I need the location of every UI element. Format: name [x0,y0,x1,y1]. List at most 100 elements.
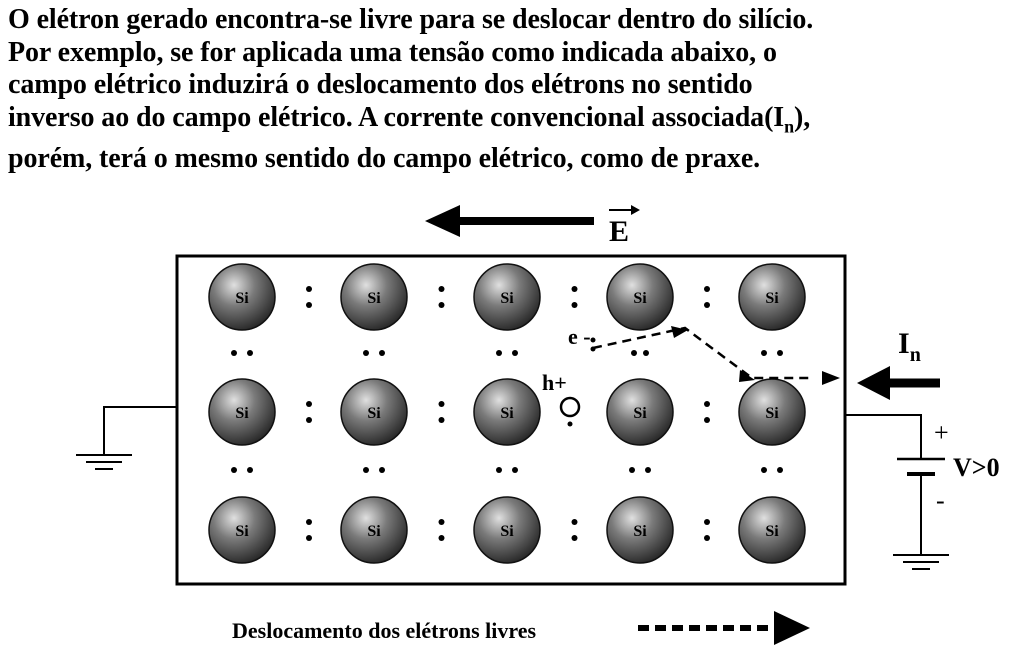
silicon-atom-label: Si [765,290,779,307]
current-label: In [898,327,921,366]
bond-dot [629,467,635,473]
hole-symbol [559,396,581,418]
bond-dot [438,286,445,292]
bond-dot [231,467,237,473]
silicon-atom-label: Si [367,290,381,307]
bond-dot [306,417,312,423]
electron-label: e - [568,324,591,349]
silicon-atom-label: Si [500,523,514,540]
bond-dot [704,417,710,423]
silicon-atom: Si [208,263,276,331]
paragraph-line-5: porém, terá o mesmo sentido do campo elé… [8,142,761,174]
bond-dot [643,350,649,356]
bond-dot [631,350,637,356]
bond-dot [704,519,710,525]
free-electron-dot-2 [590,346,596,352]
bond-dot [306,519,312,525]
voltage-label: V>0 [953,453,1000,482]
silicon-atom: Si [606,378,674,446]
plus-sign: + [934,418,949,447]
bond-dot [777,467,783,473]
paragraph-line-4-subscript: n [784,116,795,137]
paragraph-line-3: campo elétrico induzirá o deslocamento d… [8,69,753,100]
bond-dot [306,535,312,541]
bond-dot [704,535,710,541]
paragraph-line-4-main: inverso ao do campo elétrico. A corrente… [8,101,785,133]
silicon-atom-label: Si [633,290,647,307]
field-vector-symbol: E [609,205,640,248]
legend-dashed-arrow [638,611,810,645]
bond-dot [438,519,445,525]
bond-dot [761,467,767,473]
bond-dot [571,519,578,525]
right-circuit-wire [845,414,922,555]
silicon-atom-label: Si [500,405,514,422]
silicon-atom: Si [473,496,541,564]
silicon-atom-label: Si [235,405,249,422]
left-ground-icon [76,454,132,470]
covalent-bond-dots [231,286,783,541]
right-ground-icon [893,554,949,570]
silicon-atom: Si [606,496,674,564]
paragraph-line-1: O elétron gerado encontra-se livre para … [8,4,814,35]
bond-dot [512,350,518,356]
bond-dot [379,350,385,356]
minus-sign: - [936,486,945,515]
bond-dot [761,350,767,356]
bond-dot [363,467,369,473]
bond-dot [379,467,385,473]
bond-dot [571,286,578,292]
bond-dot [363,350,369,356]
bond-dot [247,467,253,473]
silicon-atom: Si [340,263,408,331]
silicon-atom: Si [208,496,276,564]
bond-dot [704,286,710,292]
silicon-atom: Si [738,378,806,446]
paragraph-line-4-end: ), [794,101,811,133]
bond-dot [306,401,312,407]
intro-paragraph: O elétron gerado encontra-se livre para … [8,4,1018,175]
silicon-atom-label: Si [633,523,647,540]
silicon-atom-label: Si [367,523,381,540]
bond-dot [704,401,710,407]
free-electron-dot [590,337,596,343]
field-label: E [609,215,629,248]
bond-dot [645,467,651,473]
electron-path-arrowhead [671,326,688,338]
bond-dot [571,535,578,541]
bond-dot [231,350,237,356]
silicon-atom-label: Si [765,405,779,422]
bond-dot [306,302,312,308]
silicon-atom: Si [473,263,541,331]
bond-dot [704,302,710,308]
hole-label: h+ [542,370,567,395]
electron-path-arrowhead-3 [822,371,840,385]
silicon-atom-label: Si [367,405,381,422]
silicon-atom-label: Si [235,290,249,307]
silicon-crystal-box [175,254,847,586]
silicon-atom: Si [208,378,276,446]
legend-text: Deslocamento dos elétrons livres [232,618,537,643]
hole-dot [567,421,573,427]
current-arrow [857,366,940,400]
left-ground-wire [103,406,177,455]
bond-dot [777,350,783,356]
electron-path [592,326,812,380]
bond-dot [496,350,502,356]
bond-dot [512,467,518,473]
paragraph-line-2: Por exemplo, se for aplicada uma tensão … [8,36,777,68]
bond-dot [438,535,445,541]
silicon-atom: Si [606,263,674,331]
bond-dot [571,302,578,308]
silicon-atom: Si [738,263,806,331]
silicon-atom: Si [340,496,408,564]
silicon-atom-label: Si [235,523,249,540]
bond-dot [438,417,445,423]
silicon-atom-label: Si [500,290,514,307]
bond-dot [438,302,445,308]
bond-dot [438,401,445,407]
electron-path-arrowhead-2 [739,370,755,382]
silicon-atom-label: Si [765,523,779,540]
bond-dot [247,350,253,356]
